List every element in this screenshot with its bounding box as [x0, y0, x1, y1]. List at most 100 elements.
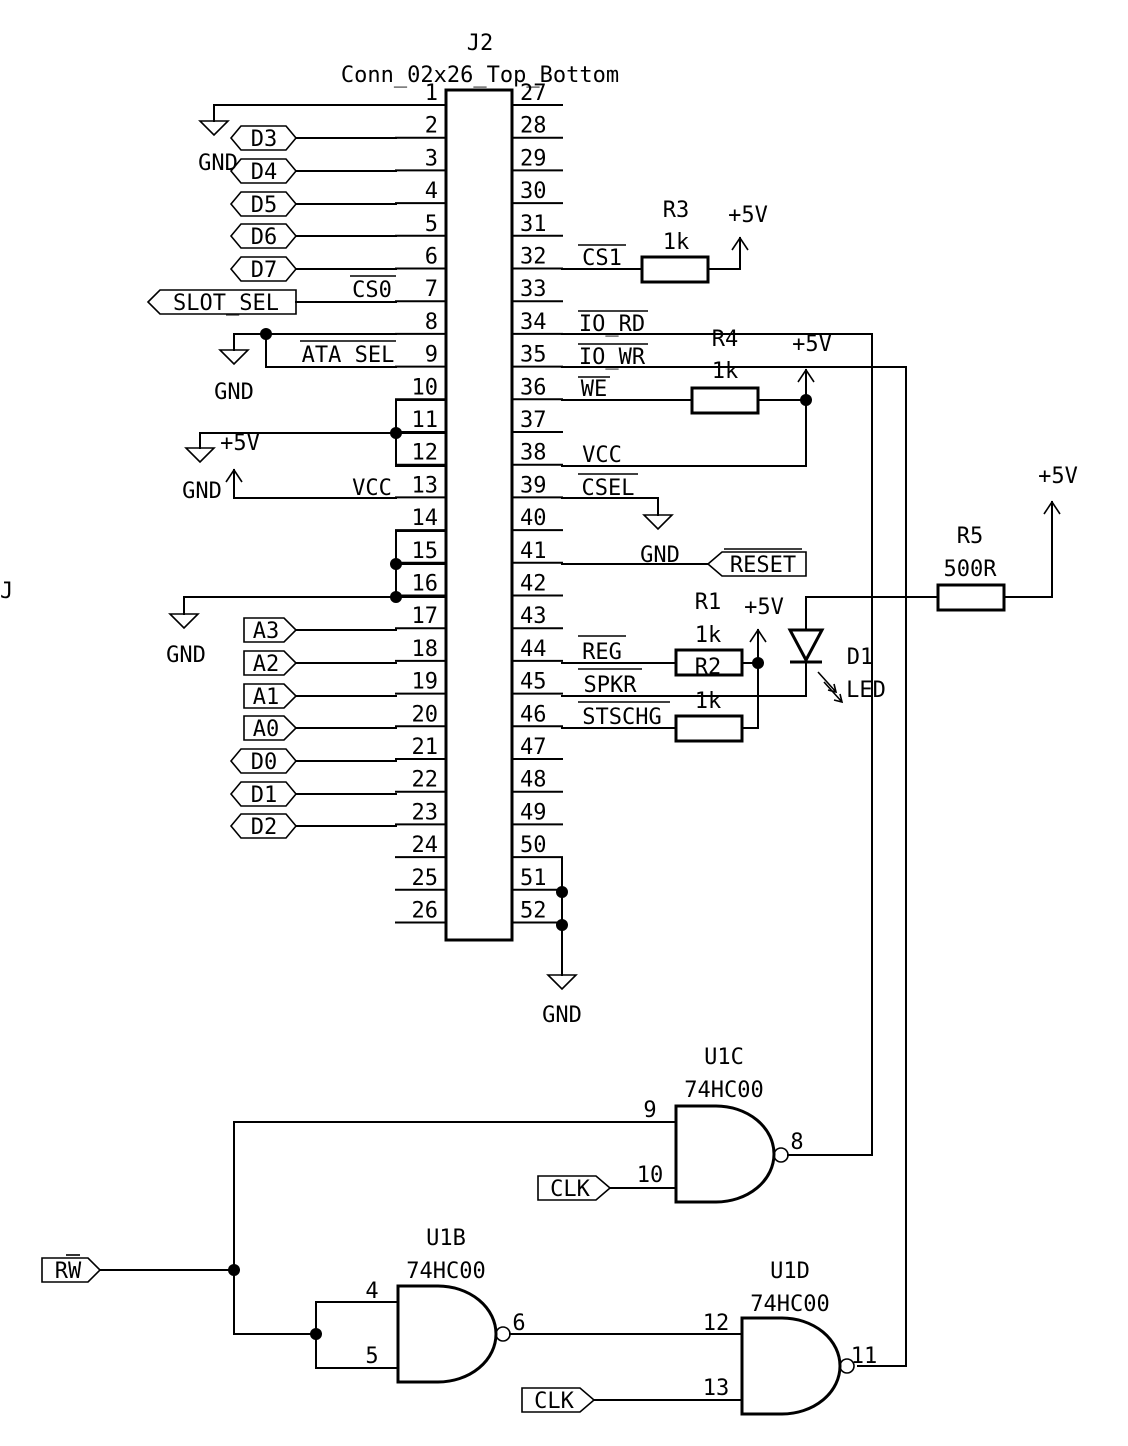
u1c-ref: U1C: [704, 1045, 744, 1070]
gnd-symbol: [198, 120, 230, 137]
pin-number: 28: [520, 114, 547, 139]
signal-vcc-left: VCC: [352, 476, 392, 501]
connector-ref: J2: [467, 31, 494, 56]
svg-text:A0: A0: [253, 717, 280, 742]
svg-text:D0: D0: [251, 750, 278, 775]
label-d5: D5: [229, 191, 298, 218]
u1c-pin-b: 10: [637, 1163, 664, 1188]
pin-number: 17: [412, 604, 439, 629]
pin-number: 50: [520, 833, 547, 858]
pin-number: 41: [520, 539, 547, 564]
signal-stschg: STSCHG: [582, 705, 661, 730]
u1b-ref: U1B: [426, 1226, 466, 1251]
pin-number: 39: [520, 473, 547, 498]
r4-value: 1k: [712, 359, 739, 384]
label-d3: D3: [229, 125, 298, 152]
u1d-ref: U1D: [770, 1259, 810, 1284]
u1d-pin-out: 11: [851, 1344, 878, 1369]
svg-text:RESET: RESET: [730, 553, 796, 578]
pin-number: 11: [412, 408, 439, 433]
label-rw: RW: [41, 1254, 102, 1284]
pin-number: 16: [412, 572, 439, 597]
svg-text:A2: A2: [253, 652, 280, 677]
pin-number: 30: [520, 179, 547, 204]
pin-number: 3: [425, 146, 438, 171]
signal-io-wr: IO_WR: [579, 345, 646, 370]
svg-text:D5: D5: [251, 193, 278, 218]
svg-text:A3: A3: [253, 619, 280, 644]
label-d6: D6: [229, 223, 298, 250]
connector-value: Conn_02x26_Top_Bottom: [341, 63, 619, 88]
svg-text:D3: D3: [251, 127, 278, 152]
gnd-symbol: [642, 514, 674, 531]
u1b-pin-b: 5: [365, 1344, 378, 1369]
pin-number: 40: [520, 506, 547, 531]
r1-value: 1k: [695, 623, 722, 648]
gnd-label: GND: [542, 1003, 582, 1028]
pin-number: 36: [520, 375, 547, 400]
svg-text:D2: D2: [251, 815, 278, 840]
svg-text:CLK: CLK: [534, 1389, 574, 1414]
label-d0: D0: [229, 748, 298, 775]
pin-number: 2: [425, 114, 438, 139]
pin-number: 21: [412, 735, 439, 760]
gnd-label: GND: [166, 643, 206, 668]
u1b-pin-out: 6: [512, 1311, 525, 1336]
pin-number: 24: [412, 833, 439, 858]
r5-value: 500R: [944, 557, 998, 582]
pin-number: 46: [520, 702, 547, 727]
pin-number: 7: [425, 277, 438, 302]
r4-ref: R4: [712, 327, 739, 352]
pin-number: 35: [520, 343, 547, 368]
pin-number: 48: [520, 768, 547, 793]
label-d2: D2: [229, 813, 298, 840]
left-wiring: GND D3 D4 D5 D6 D7: [146, 104, 447, 840]
pin-number: 31: [520, 212, 547, 237]
signal-csel: CSEL: [582, 476, 635, 501]
label-slot-sel: SLOT_SEL: [146, 289, 297, 316]
r2-value: 1k: [695, 689, 722, 714]
gnd-label: GND: [182, 479, 222, 504]
u1c-value: 74HC00: [684, 1078, 763, 1103]
svg-text:D1: D1: [251, 783, 278, 808]
pin-number: 33: [520, 277, 547, 302]
pin-number: 20: [412, 702, 439, 727]
pin-number: 13: [412, 473, 439, 498]
signal-vcc-right: VCC: [582, 443, 622, 468]
signal-io-rd: IO_RD: [579, 312, 645, 337]
u1b-pin-a: 4: [365, 1279, 378, 1304]
led-d1: [787, 628, 844, 704]
svg-text:RW: RW: [55, 1259, 82, 1284]
gnd-symbol: [546, 974, 578, 991]
connector-j2: J2 Conn_02x26_Top_Bottom 123456789101112…: [341, 31, 619, 942]
svg-text:CLK: CLK: [550, 1177, 590, 1202]
pin-number: 25: [412, 866, 439, 891]
gate-u1d: U1D 74HC00 12 13 11: [703, 1259, 878, 1416]
label-d4: D4: [229, 158, 298, 185]
r1-ref: R1: [695, 590, 722, 615]
pin-number: 34: [520, 310, 547, 335]
pin-number: 44: [520, 637, 547, 662]
edge-mark: J: [0, 579, 13, 604]
u1d-pin-b: 13: [703, 1376, 730, 1401]
signal-cs0: CS0: [352, 278, 392, 303]
resistor-r4: [690, 386, 760, 415]
signal-cs1: CS1: [582, 246, 622, 271]
label-d1: D1: [229, 781, 298, 808]
pin-number: 14: [412, 506, 439, 531]
pin-number: 29: [520, 146, 547, 171]
resistor-r1: [674, 714, 744, 743]
u1c-pin-out: 8: [790, 1130, 803, 1155]
gnd-symbol: [168, 613, 200, 630]
plus5v-label: +5V: [744, 595, 784, 620]
pin-number: 10: [412, 375, 439, 400]
pin-number: 9: [425, 343, 438, 368]
gnd-symbol: [218, 349, 250, 366]
label-a3: A3: [243, 617, 298, 644]
pin-number: 42: [520, 572, 547, 597]
resistor-r3: [640, 255, 710, 284]
led-ref: D1: [847, 645, 874, 670]
plus5v-label: +5V: [728, 203, 768, 228]
pin-number: 38: [520, 441, 547, 466]
pin-number: 52: [520, 899, 547, 924]
